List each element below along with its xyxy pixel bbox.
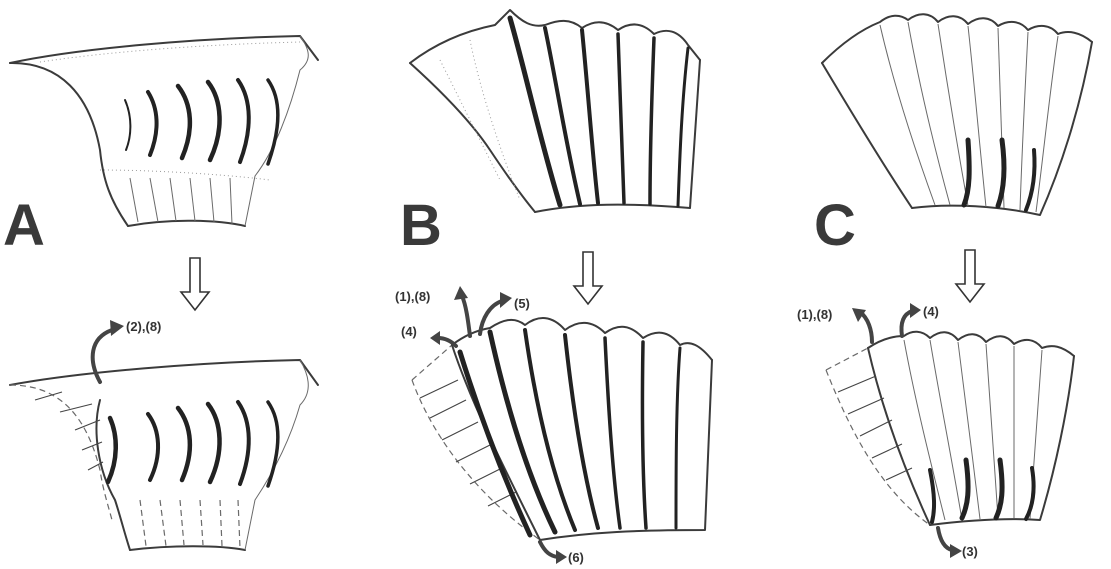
panel-b-growth-arrows xyxy=(420,380,516,506)
panel-b-ribs-lower xyxy=(460,330,680,535)
panel-b-callout-4-arrowhead xyxy=(430,331,440,345)
panel-a-ribs-lower xyxy=(108,402,278,486)
panel-b-letter: B xyxy=(400,193,442,258)
panel-c-ribs-upper xyxy=(880,22,1058,212)
panel-a: A xyxy=(3,36,318,550)
panel-c-callout-3-arrow xyxy=(938,528,952,550)
panel-c-letter: C xyxy=(814,193,856,258)
panel-b-callout-1-8-arrowhead xyxy=(454,286,468,300)
panel-a-shell-after xyxy=(10,320,318,550)
panel-c-callout-3: (3) xyxy=(962,544,978,559)
panel-b-callout-4: (4) xyxy=(401,324,417,339)
panel-a-callout-arrow xyxy=(93,330,112,382)
panel-b-callout-6-arrow xyxy=(540,542,558,557)
panel-a-ribs-upper xyxy=(125,80,278,164)
panel-a-callout-arrowhead xyxy=(110,320,124,336)
panel-a-shell-before xyxy=(10,36,318,226)
panel-c-shell-before xyxy=(822,14,1092,215)
panel-c-transition-arrow xyxy=(956,250,984,302)
panel-b-shell-before xyxy=(410,10,700,212)
panel-a-callout-2-8: (2),(8) xyxy=(126,319,161,334)
panel-b-callout-4-arrow xyxy=(438,338,456,346)
panel-c: C xyxy=(797,14,1092,559)
panel-c-callout-1-8-arrow xyxy=(860,312,872,342)
panel-b-transition-arrow xyxy=(574,252,602,304)
panel-a-growth-lines-lower xyxy=(140,500,240,548)
panel-a-letter: A xyxy=(3,193,45,258)
panel-c-shell-after xyxy=(826,303,1074,558)
panel-b-callout-5-arrowhead xyxy=(500,292,512,308)
panel-c-ribs-lower xyxy=(904,340,1042,522)
panel-c-growth-arrows xyxy=(838,376,912,480)
panel-c-callout-4-arrowhead xyxy=(910,303,921,318)
panel-a-growth-arrows xyxy=(35,392,103,470)
panel-b-callout-6-arrowhead xyxy=(556,550,567,564)
panel-b-callout-5: (5) xyxy=(514,296,530,311)
panel-c-callout-4: (4) xyxy=(923,304,939,319)
panel-b-shell-after xyxy=(412,286,712,564)
panel-a-growth-lines-upper xyxy=(130,178,232,224)
panel-c-callout-3-arrowhead xyxy=(950,544,962,558)
panel-b-ribs-upper xyxy=(440,18,688,206)
panel-b-callout-6: (6) xyxy=(568,550,584,565)
panel-b: B xyxy=(395,10,712,565)
panel-a-transition-arrow xyxy=(181,258,209,310)
panel-b-callout-1-8-arrow xyxy=(462,296,470,336)
panel-c-callout-1-8: (1),(8) xyxy=(797,307,832,322)
panel-b-callout-1-8: (1),(8) xyxy=(395,289,430,304)
